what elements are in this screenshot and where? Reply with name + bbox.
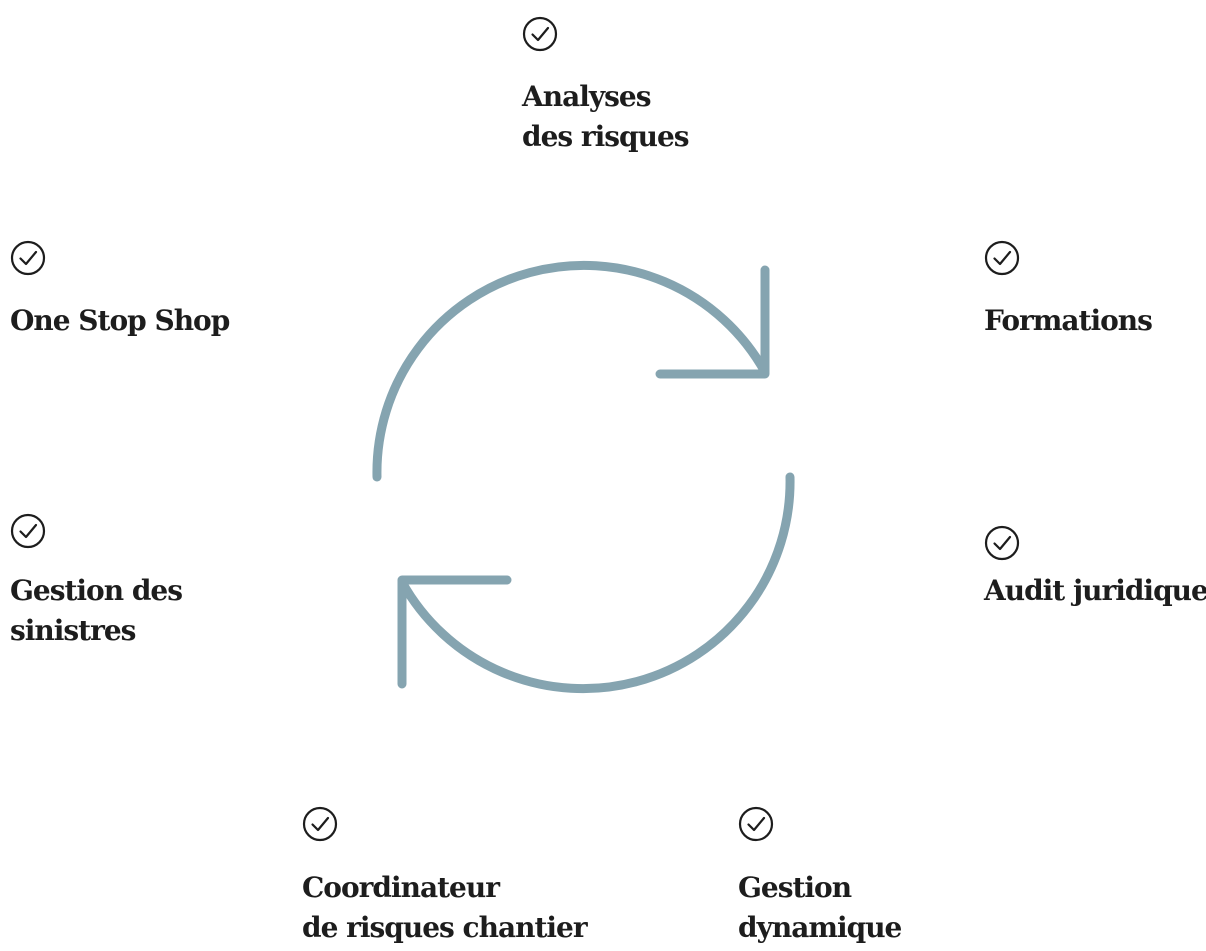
item-label-line: des risques bbox=[522, 120, 690, 153]
item-label-line: dynamique bbox=[738, 911, 902, 944]
item-label: Formations bbox=[984, 301, 1153, 341]
item-label: Analyses des risques bbox=[522, 77, 690, 157]
item-label-line: Analyses bbox=[522, 80, 651, 113]
item-analyses: Analyses des risques bbox=[522, 16, 690, 157]
item-gestion-sinistres: Gestion des sinistres bbox=[10, 513, 183, 651]
check-circle-icon bbox=[522, 16, 558, 52]
item-gestion-dynamique: Gestion dynamique bbox=[738, 806, 902, 948]
item-one-stop-shop: One Stop Shop bbox=[10, 240, 230, 341]
check-circle-icon bbox=[984, 525, 1020, 561]
check-circle-icon bbox=[738, 806, 774, 842]
item-coordinateur: Coordinateur de risques chantier bbox=[302, 806, 588, 948]
cycle-arrow-lower bbox=[397, 472, 795, 694]
check-circle-icon bbox=[302, 806, 338, 842]
item-formations: Formations bbox=[984, 240, 1153, 341]
check-circle-icon bbox=[10, 240, 46, 276]
item-label-line: One Stop Shop bbox=[10, 304, 230, 337]
cycle-arrow-upper bbox=[372, 260, 770, 482]
item-label: Coordinateur de risques chantier bbox=[302, 868, 588, 948]
item-label: Audit juridique bbox=[984, 571, 1206, 611]
item-label-line: sinistres bbox=[10, 614, 136, 647]
cycle-arrowhead-lower bbox=[397, 575, 512, 689]
item-label-line: Audit juridique bbox=[984, 574, 1206, 607]
item-label: Gestion des sinistres bbox=[10, 571, 183, 651]
item-label: One Stop Shop bbox=[10, 301, 230, 341]
item-audit-juridique: Audit juridique bbox=[984, 525, 1206, 611]
item-label-line: de risques chantier bbox=[302, 911, 588, 944]
item-label-line: Coordinateur bbox=[302, 871, 500, 904]
item-label-line: Gestion des bbox=[10, 574, 183, 607]
item-label-line: Formations bbox=[984, 304, 1153, 337]
cycle-arrowhead-upper bbox=[655, 265, 770, 379]
item-label: Gestion dynamique bbox=[738, 868, 902, 948]
check-circle-icon bbox=[984, 240, 1020, 276]
check-circle-icon bbox=[10, 513, 46, 549]
item-label-line: Gestion bbox=[738, 871, 852, 904]
